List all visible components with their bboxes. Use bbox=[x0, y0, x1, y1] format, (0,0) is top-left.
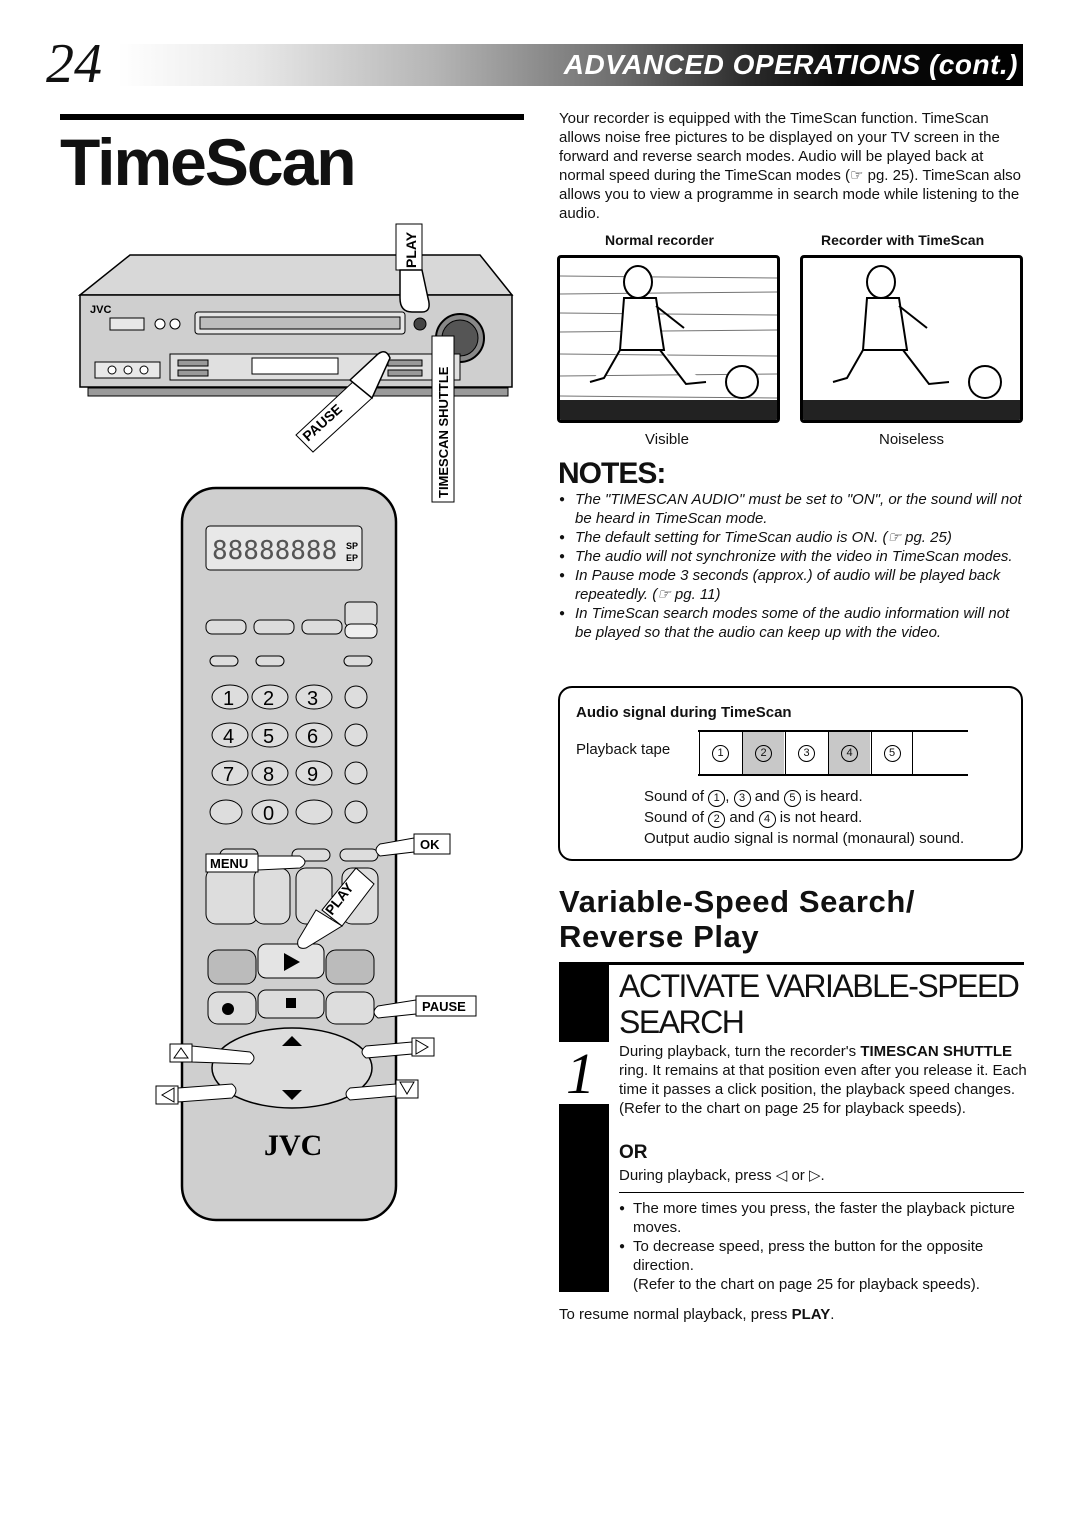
tape-segment: 5 bbox=[871, 732, 913, 774]
remote-pause-callout: PAUSE bbox=[373, 995, 477, 1019]
step-number: 1 bbox=[566, 1041, 595, 1106]
section-header: ADVANCED OPERATIONS (cont.) bbox=[563, 49, 1018, 80]
normal-recorder-heading: Normal recorder bbox=[605, 232, 714, 248]
note-item: In TimeScan search modes some of the aud… bbox=[559, 604, 1027, 642]
intro-paragraph: Your recorder is equipped with the TimeS… bbox=[559, 110, 1022, 222]
ok-callout: OK bbox=[375, 833, 451, 857]
vcr-play-label: PLAY bbox=[403, 231, 419, 268]
subsection-title: Variable-Speed Search/ Reverse Play bbox=[559, 884, 916, 954]
note-item: The audio will not synchronize with the … bbox=[559, 547, 1027, 566]
step-bullet-reference: (Refer to the chart on page 25 for playb… bbox=[633, 1276, 980, 1293]
step-bullets: The more times you press, the faster the… bbox=[619, 1199, 1029, 1294]
tape-segment: 2 bbox=[742, 732, 784, 774]
note-item: The default setting for TimeScan audio i… bbox=[559, 528, 1027, 547]
timescan-shuttle-callout: TIMESCAN SHUTTLE bbox=[431, 335, 455, 503]
timescan-recorder-heading: Recorder with TimeScan bbox=[821, 232, 985, 248]
audio-signal-box: Audio signal during TimeScan Playback ta… bbox=[558, 686, 1023, 861]
noiseless-caption: Noiseless bbox=[879, 431, 945, 448]
resume-note: To resume normal playback, press PLAY. bbox=[559, 1306, 835, 1323]
menu-label: MENU bbox=[210, 856, 248, 871]
key-2: 2 bbox=[263, 688, 274, 710]
remote-display-digits: 88888888 bbox=[212, 536, 337, 566]
step-heading: ACTIVATE VARIABLE-SPEED SEARCH bbox=[619, 968, 1020, 1040]
key-5: 5 bbox=[263, 726, 274, 748]
step-divider bbox=[619, 1192, 1024, 1193]
audio-explanation: Sound of 1, 3 and 5 is heard. Sound of 2… bbox=[644, 786, 964, 849]
page-number: 24 bbox=[46, 33, 102, 95]
noisy-picture bbox=[560, 265, 777, 420]
remote-brand-label: JVC bbox=[264, 1129, 322, 1162]
note-item: In Pause mode 3 seconds (approx.) of aud… bbox=[559, 566, 1027, 604]
remote-sp: SP bbox=[346, 541, 358, 551]
note-item: The "TIMESCAN AUDIO" must be set to "ON"… bbox=[559, 490, 1027, 528]
normal-recorder-frame bbox=[557, 255, 780, 423]
header-band bbox=[118, 44, 1023, 86]
vcr-brand-label: JVC bbox=[90, 304, 111, 316]
notes-list: The "TIMESCAN AUDIO" must be set to "ON"… bbox=[559, 490, 1027, 642]
tape-segment: 4 bbox=[828, 732, 870, 774]
key-8: 8 bbox=[263, 764, 274, 786]
remote-ep: EP bbox=[346, 553, 358, 563]
tape-segment: 1 bbox=[699, 732, 741, 774]
ok-label: OK bbox=[420, 837, 440, 852]
step-bar bbox=[559, 962, 609, 1292]
notes-title: NOTES: bbox=[558, 457, 666, 490]
remote-pause-label: PAUSE bbox=[422, 999, 466, 1014]
shuttle-label: TIMESCAN SHUTTLE bbox=[436, 366, 451, 498]
playback-tape-label: Playback tape bbox=[576, 741, 671, 758]
step-number-background bbox=[559, 1042, 609, 1104]
direction-callouts bbox=[155, 1037, 435, 1105]
output-line: Output audio signal is normal (monaural)… bbox=[644, 830, 965, 847]
or-label: OR bbox=[619, 1142, 648, 1163]
step-instructions: During playback, turn the recorder's TIM… bbox=[619, 1042, 1029, 1118]
key-0: 0 bbox=[263, 803, 274, 825]
heard-line: Sound of 1, 3 and 5 is heard. bbox=[644, 788, 863, 807]
step-bullet: The more times you press, the faster the… bbox=[619, 1199, 1029, 1237]
timescan-recorder-frame bbox=[800, 255, 1023, 423]
remote-illustration: 88888888 SP EP 1 2 3 4 5 6 7 bbox=[180, 486, 398, 1222]
key-4: 4 bbox=[223, 726, 234, 748]
key-6: 6 bbox=[307, 726, 318, 748]
remote-keypad: 1 2 3 4 5 6 7 8 9 0 bbox=[209, 684, 368, 825]
key-9: 9 bbox=[307, 764, 318, 786]
title-rule bbox=[60, 114, 524, 120]
audio-box-title: Audio signal during TimeScan bbox=[576, 704, 792, 721]
not-heard-line: Sound of 2 and 4 is not heard. bbox=[644, 809, 863, 828]
clean-picture bbox=[803, 265, 1020, 420]
key-7: 7 bbox=[223, 764, 234, 786]
vcr-play-callout: PLAY bbox=[395, 223, 430, 313]
page-title: TimeScan bbox=[60, 125, 357, 199]
visible-caption: Visible bbox=[645, 431, 689, 448]
remote-play-callout: PLAY bbox=[297, 867, 375, 949]
menu-callout: MENU bbox=[205, 853, 306, 873]
step-bullet: To decrease speed, press the button for … bbox=[619, 1237, 1029, 1275]
key-3: 3 bbox=[307, 688, 318, 710]
tape-segment: 3 bbox=[785, 732, 827, 774]
press-instruction: During playback, press ◁ or ▷. bbox=[619, 1167, 825, 1184]
vcr-remote-illustration: JVC PLAY PAUSE TIMESCAN SHUTTLE bbox=[77, 223, 514, 1222]
key-1: 1 bbox=[223, 688, 234, 710]
step-rule bbox=[559, 962, 1024, 965]
playback-tape-diagram: 1 2 3 4 5 bbox=[698, 730, 968, 776]
step-reference: (Refer to the chart on page 25 for playb… bbox=[619, 1100, 966, 1117]
